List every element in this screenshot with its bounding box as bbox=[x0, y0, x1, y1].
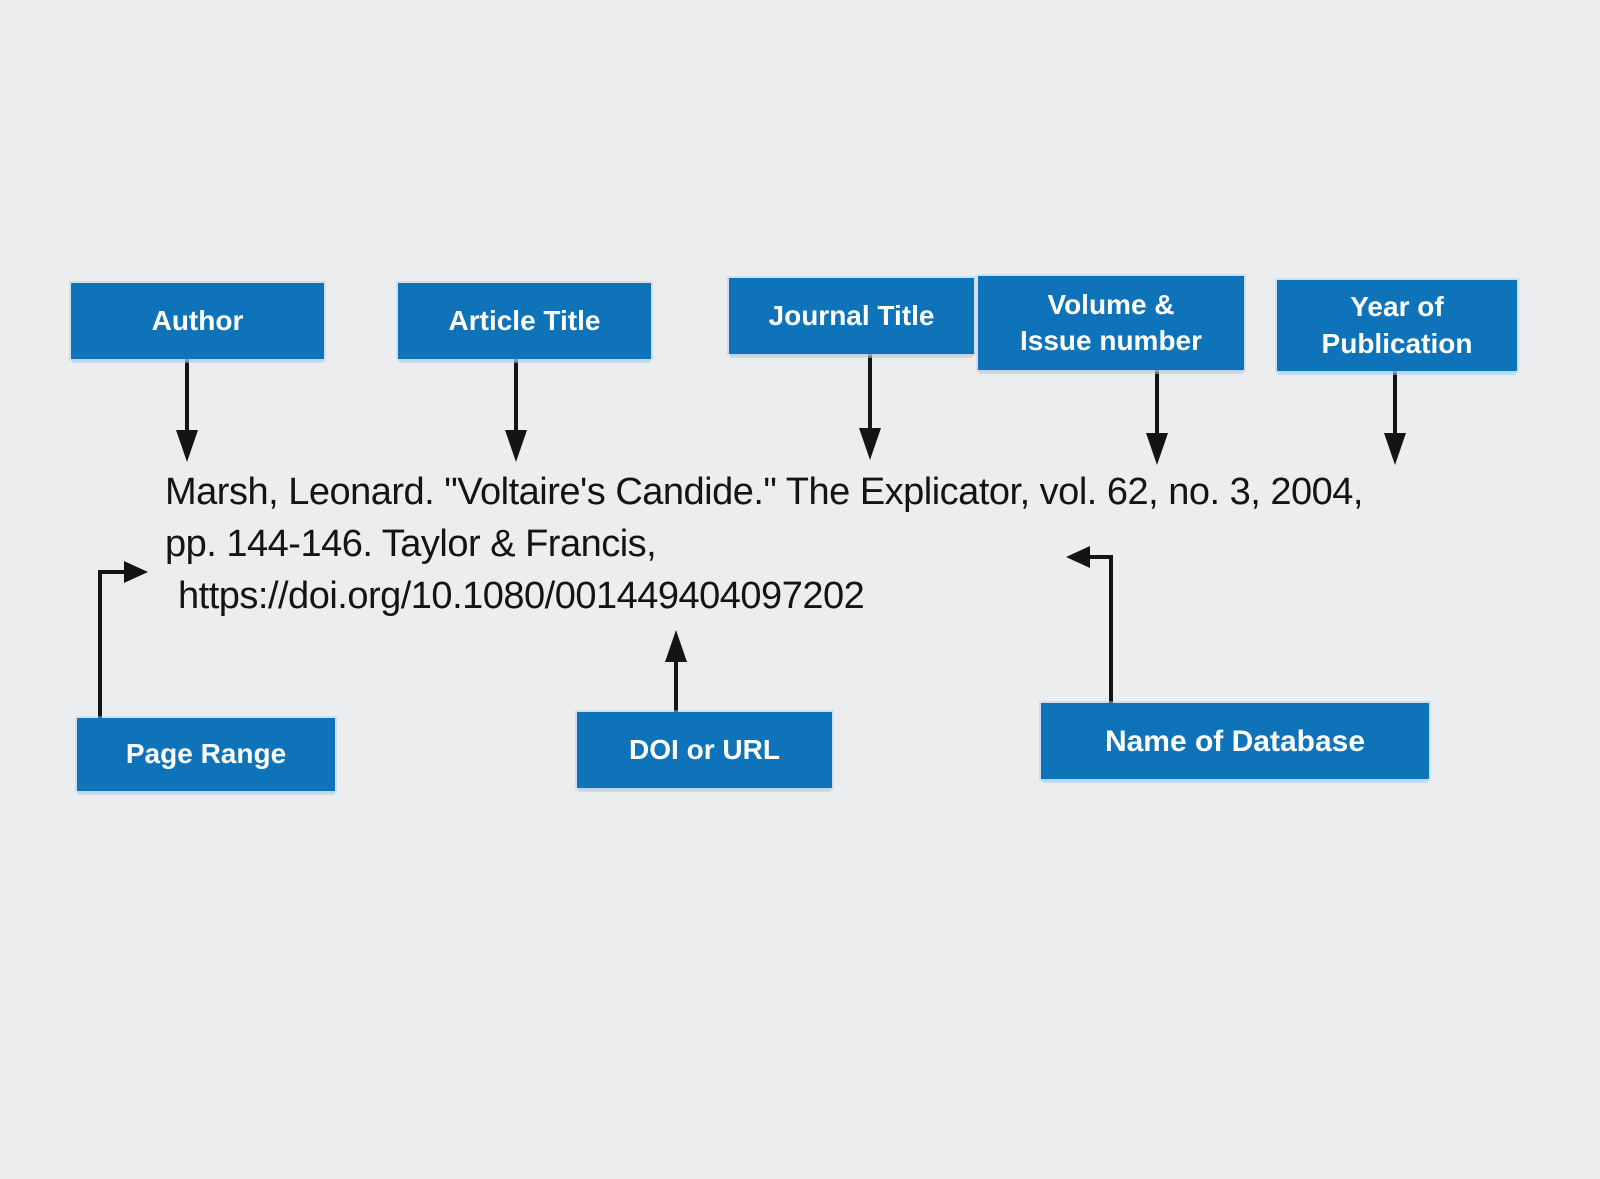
citation-line-1: Marsh, Leonard. "Voltaire's Candide." Th… bbox=[165, 471, 1363, 513]
journal-title-arrow bbox=[859, 354, 881, 460]
citation-text: Marsh, Leonard. "Voltaire's Candide." Th… bbox=[165, 466, 1363, 622]
volume-issue-label: Volume & Issue number bbox=[1019, 288, 1203, 356]
article-title-label-box: Article Title bbox=[398, 283, 651, 359]
doi-url-label: DOI or URL bbox=[629, 733, 780, 765]
page-range-label-box: Page Range bbox=[77, 718, 335, 791]
database-label: Name of Database bbox=[1104, 724, 1366, 758]
volume-issue-arrow bbox=[1146, 370, 1168, 465]
page-range-label: Page Range bbox=[125, 738, 287, 770]
page-range-arrow bbox=[98, 561, 148, 718]
citation-line-2: pp. 144-146. Taylor & Francis, bbox=[165, 523, 657, 565]
year-publication-label: Year of Publication bbox=[1321, 291, 1473, 359]
year-publication-label-box: Year of Publication bbox=[1277, 280, 1517, 371]
article-title-arrow bbox=[505, 359, 527, 462]
author-arrow bbox=[176, 359, 198, 462]
citation-line-3: https://doi.org/10.1080/001449404097202 bbox=[178, 575, 865, 617]
author-label: Author bbox=[151, 304, 244, 336]
year-publication-arrow bbox=[1384, 371, 1406, 465]
doi-url-label-box: DOI or URL bbox=[577, 712, 832, 788]
volume-issue-label-box: Volume & Issue number bbox=[978, 276, 1244, 370]
journal-title-label: Journal Title bbox=[768, 299, 935, 331]
database-arrow bbox=[1066, 546, 1113, 703]
doi-url-arrow bbox=[665, 630, 687, 712]
author-label-box: Author bbox=[71, 283, 324, 359]
database-label-box: Name of Database bbox=[1041, 703, 1429, 779]
journal-title-label-box: Journal Title bbox=[729, 278, 974, 354]
article-title-label: Article Title bbox=[448, 304, 601, 336]
